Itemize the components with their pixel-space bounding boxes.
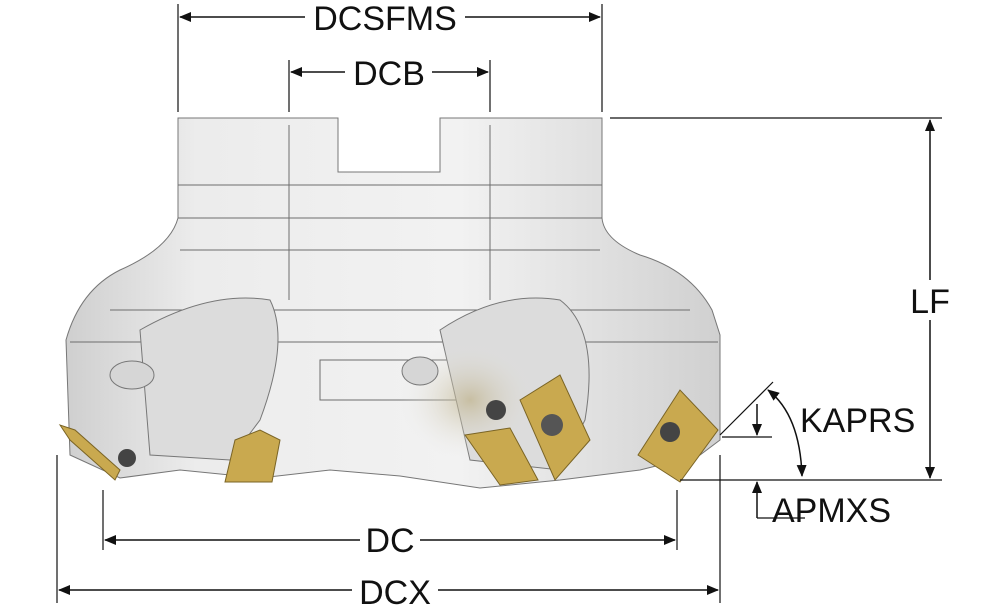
dimension-dcx: DCX: [56, 455, 721, 611]
screw-icon: [118, 449, 136, 467]
dimension-dc: DC: [102, 490, 678, 560]
dimension-dcb: DCB: [288, 55, 491, 112]
cutter-body: [65, 117, 721, 489]
label-dcx: DCX: [359, 574, 431, 611]
dimension-lf: LF: [610, 117, 950, 481]
screw-icon: [660, 422, 680, 442]
label-kaprs: KAPRS: [800, 402, 915, 440]
dimension-kaprs: KAPRS: [719, 381, 915, 477]
label-lf: LF: [910, 283, 950, 321]
label-dcb: DCB: [353, 55, 425, 93]
label-dcsfms: DCSFMS: [313, 0, 457, 38]
cutting-inserts: [58, 374, 719, 486]
label-apmxs: APMXS: [772, 492, 891, 530]
dimension-dcsfms: DCSFMS: [177, 0, 603, 112]
screw-icon: [541, 414, 563, 436]
dimension-apmxs: APMXS: [752, 404, 891, 530]
label-dc: DC: [365, 522, 414, 560]
